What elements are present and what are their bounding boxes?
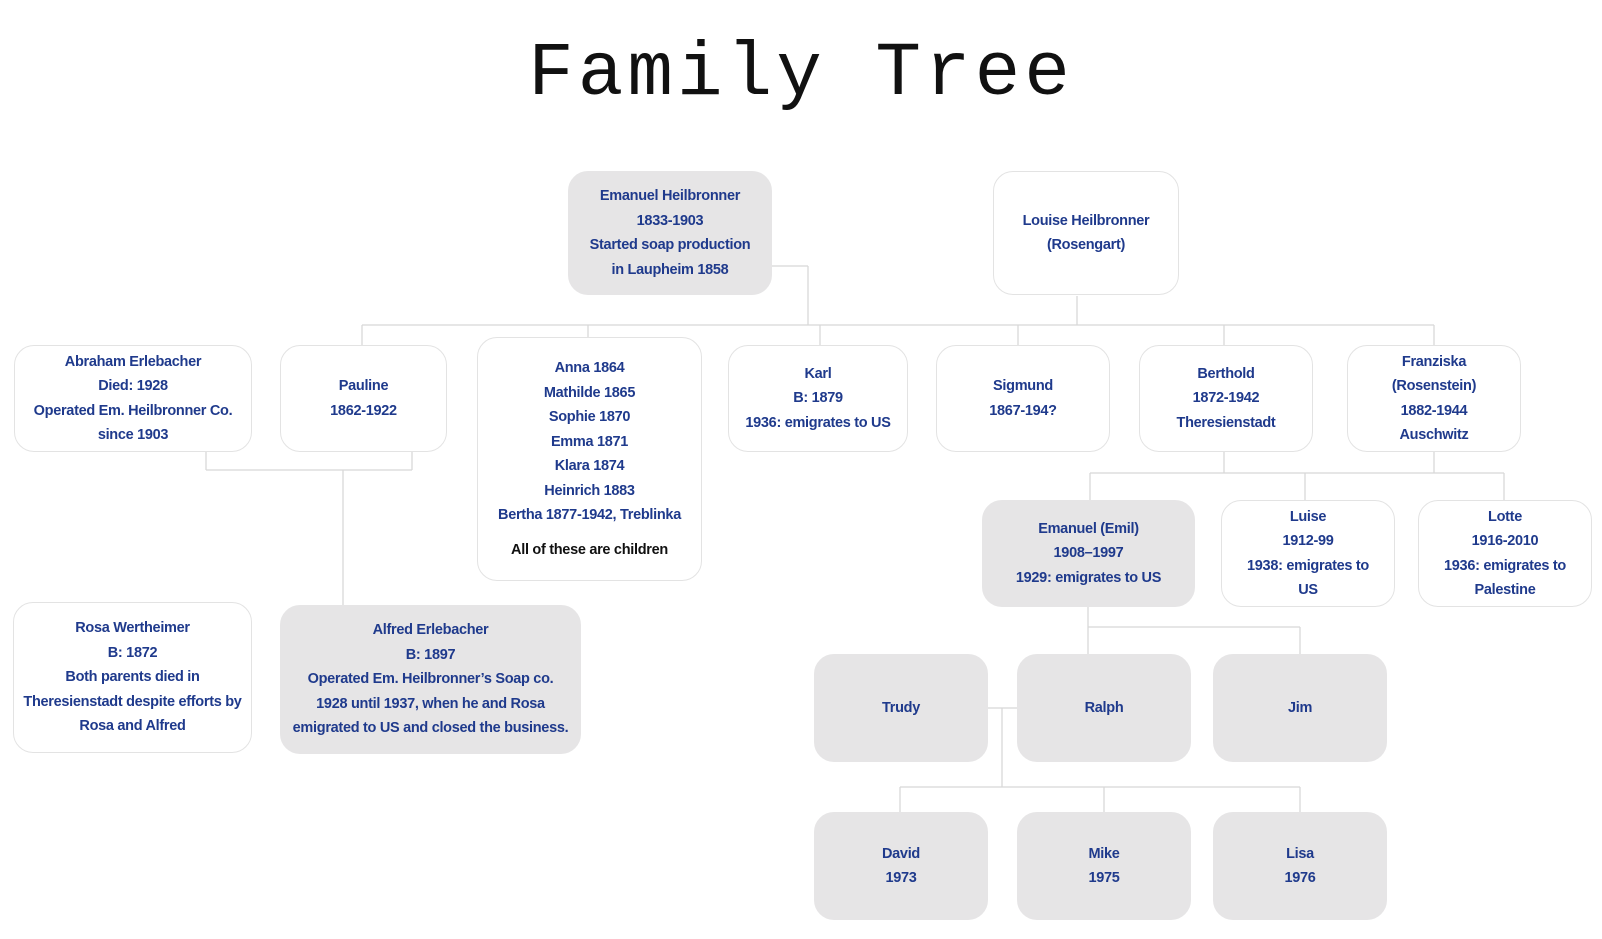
diagram-title: Family Tree [528,31,1074,117]
node-jim: Jim [1213,654,1387,762]
node-sigmund: Sigmund 1867-194? [936,345,1110,452]
node-line: 1833-1903 [636,212,704,229]
node-line: Sigmund [993,378,1053,394]
node-line: Mike [1088,845,1120,862]
node-line: 1882-1944 [1400,402,1468,419]
node-franziska: Franziska (Rosenstein) 1882-1944 Auschwi… [1347,345,1521,452]
node-line: Palestine [1474,582,1536,598]
node-line: Trudy [882,699,920,716]
node-line: B: 1872 [107,644,158,661]
node-david: David 1973 [814,812,988,920]
node-line: Auschwitz [1399,427,1469,443]
node-line: 1936: emigrates to [1444,557,1566,574]
node-line: Emanuel Heilbronner [599,188,741,204]
node-trudy: Trudy [814,654,988,762]
node-line: Alfred Erlebacher [372,622,489,639]
node-line: Both parents died in [65,669,200,686]
node-line: Franziska [1401,353,1467,370]
node-line: David [882,845,920,862]
node-line: Emanuel (Emil) [1038,520,1139,537]
node-line: Karl [804,365,832,382]
node-line: 1908–1997 [1053,545,1124,562]
node-line: Luise [1289,508,1327,525]
node-line: since 1903 [97,427,169,443]
node-line: 1928 until 1937, when he and Rosa [316,695,545,712]
node-abraham-erlebacher: Abraham Erlebacher Died: 1928 Operated E… [14,345,252,452]
node-line: 1916-2010 [1471,533,1539,549]
node-line: (Rosenstein) [1391,378,1477,394]
node-line: 1936: emigrates to US [745,414,891,431]
node-line: 1912-99 [1282,533,1334,549]
node-line: Louise Heilbronner [1022,212,1150,229]
node-line: 1973 [885,870,917,886]
node-line: Jim [1287,699,1313,716]
node-berthold: Berthold 1872-1942 Theresienstadt [1139,345,1313,452]
node-luise: Luise 1912-99 1938: emigrates to US [1221,500,1395,607]
node-line: Operated Em. Heilbronner Co. [33,402,233,419]
node-children-group: Anna 1864 Mathilde 1865 Sophie 1870 Emma… [477,337,702,581]
node-line: Mathilde 1865 [543,384,636,401]
node-emanuel-heilbronner: Emanuel Heilbronner 1833-1903 Started so… [568,171,772,295]
node-line: Theresienstadt [1176,414,1276,431]
node-line: Klara 1874 [554,458,625,474]
node-line: Theresienstadt despite efforts by [23,693,242,710]
node-line: US [1298,582,1318,598]
node-line: 1929: emigrates to US [1015,569,1162,586]
node-line: (Rosengart) [1046,237,1126,253]
node-line: Operated Em. Heilbronner’s Soap co. [307,671,554,688]
node-line: Berthold [1197,365,1255,382]
node-line: Bertha 1877-1942, Treblinka [498,507,681,523]
node-ralph: Ralph [1017,654,1191,762]
node-line: 1862-1922 [330,402,397,419]
node-lisa: Lisa 1976 [1213,812,1387,920]
node-line: Emma 1871 [550,433,629,450]
node-line: Lisa [1286,845,1314,862]
node-line: 1872-1942 [1192,390,1260,407]
node-line: Lotte [1488,508,1522,525]
node-emanuel-emil: Emanuel (Emil) 1908–1997 1929: emigrates… [982,500,1195,607]
node-line: Heinrich 1883 [544,482,635,499]
node-mike: Mike 1975 [1017,812,1191,920]
node-louise-heilbronner: Louise Heilbronner (Rosengart) [993,171,1179,295]
node-line: 1976 [1284,870,1316,886]
node-line: emigrated to US and closed the business. [292,720,569,737]
node-line: 1975 [1088,870,1120,886]
node-line: Died: 1928 [98,378,168,394]
node-line: B: 1897 [405,646,456,663]
node-line: Started soap production [589,237,751,253]
node-line: Sophie 1870 [548,409,631,425]
node-line: Pauline [338,378,389,394]
node-note: All of these are children [511,541,668,558]
node-line: Rosa Wertheimer [75,620,190,637]
node-line: 1867-194? [989,402,1057,419]
node-line: in Laupheim 1858 [611,261,729,278]
node-line: 1938: emigrates to [1247,557,1369,574]
node-line: Ralph [1084,699,1124,716]
node-rosa-wertheimer: Rosa Wertheimer B: 1872 Both parents die… [13,602,252,753]
node-pauline: Pauline 1862-1922 [280,345,447,452]
node-karl: Karl B: 1879 1936: emigrates to US [728,345,908,452]
node-line: Abraham Erlebacher [64,353,202,370]
node-line: Rosa and Alfred [79,718,186,735]
node-alfred-erlebacher: Alfred Erlebacher B: 1897 Operated Em. H… [280,605,581,754]
node-lotte: Lotte 1916-2010 1936: emigrates to Pales… [1418,500,1592,607]
node-line: Anna 1864 [554,360,625,376]
node-line: B: 1879 [793,390,843,407]
